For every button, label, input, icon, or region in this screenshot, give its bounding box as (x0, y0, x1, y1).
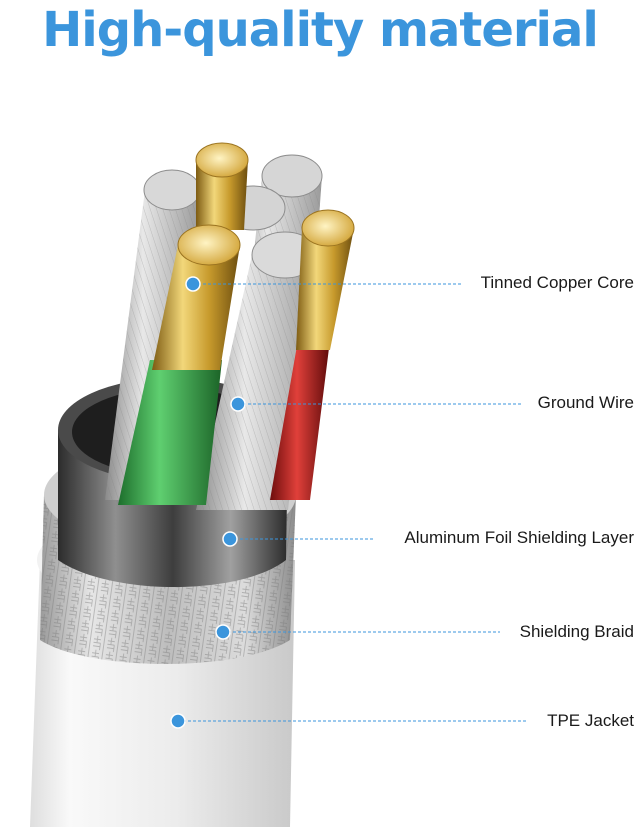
callout-dot-ground-wire (230, 396, 246, 412)
callout-dot-tinned-copper-core (185, 276, 201, 292)
callout-dot-tpe-jacket (170, 713, 186, 729)
callout-label-ground-wire: Ground Wire (537, 393, 634, 412)
page-title: High-quality material (42, 2, 599, 58)
callout-label-tinned-copper-core: Tinned Copper Core (480, 273, 634, 292)
callout-label-tpe-jacket: TPE Jacket (547, 711, 634, 730)
callout-dot-aluminum-foil (222, 531, 238, 547)
callout-label-aluminum-foil: Aluminum Foil Shielding Layer (404, 528, 634, 547)
callout-label-shielding-braid: Shielding Braid (519, 622, 634, 641)
callout-dot-shielding-braid (215, 624, 231, 640)
